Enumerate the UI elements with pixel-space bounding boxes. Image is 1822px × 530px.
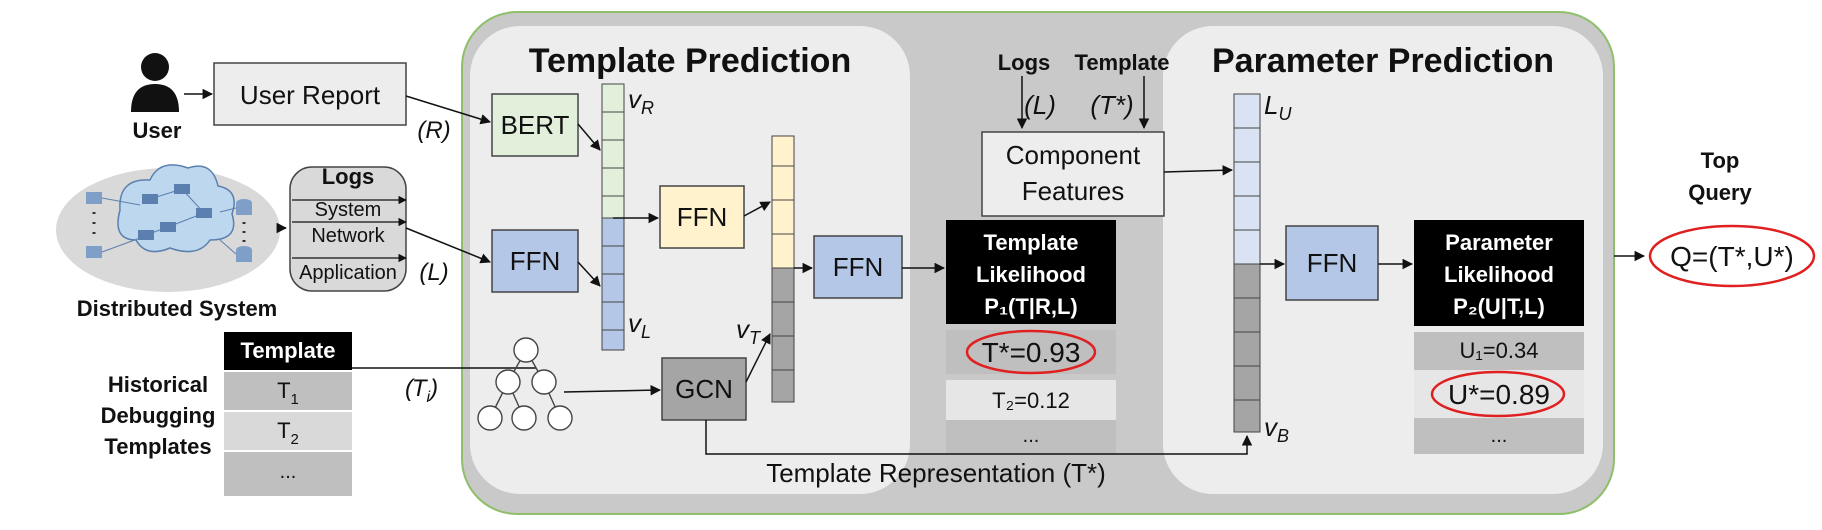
- top-query-value: Q=(T*,U*): [1670, 241, 1794, 272]
- template-table-row: [224, 412, 352, 450]
- template-table-header: [224, 332, 352, 370]
- ti-open-paren: (: [405, 375, 416, 402]
- parameter-likelihood-header: [1414, 220, 1584, 326]
- ffn-parameter-label: FFN: [1307, 248, 1358, 278]
- parameter-likelihood-title-2: Likelihood: [1444, 262, 1554, 287]
- ffn-concat-label: FFN: [677, 202, 728, 232]
- vl-label: vL: [628, 308, 651, 342]
- parameter-likelihood-top: U*=0.89: [1448, 379, 1550, 410]
- template-prediction-panel: [470, 26, 910, 494]
- vr-label: vR: [628, 84, 654, 118]
- vector-vl: [601, 217, 625, 351]
- template-likelihood-row: [946, 380, 1116, 420]
- template-table-row-1-label: T1: [277, 378, 299, 408]
- feature-template-label: Template: [1075, 50, 1170, 75]
- log-item-application: Application: [299, 262, 397, 284]
- vector-vr: [601, 83, 625, 219]
- component-features-label-1: Component: [1006, 140, 1141, 170]
- bert-box: [491, 93, 579, 157]
- template-highlight-ellipse: [965, 329, 1097, 375]
- vb-label: vB: [1264, 412, 1289, 446]
- template-table-header-label: Template: [241, 338, 336, 363]
- features-to-lu-arrow: [1163, 165, 1234, 176]
- vector-vt: [771, 135, 795, 269]
- bert-to-vr-arrow: [577, 123, 601, 151]
- template-likelihood-second: T₂=0.12: [992, 388, 1070, 413]
- distributed-system-label: Distributed System: [77, 296, 278, 321]
- template-table-row: [224, 372, 352, 410]
- vt-label: vT: [736, 314, 762, 348]
- r-symbol: (R): [417, 117, 450, 144]
- tree-to-gcn-arrow: [563, 384, 662, 396]
- logs-to-ffn-arrow: [405, 227, 491, 264]
- l-symbol: (L): [419, 259, 448, 286]
- ffn-logs-box: [491, 229, 579, 293]
- top-query-label-2: Query: [1688, 180, 1752, 205]
- vector-vb: [1233, 263, 1261, 433]
- ti-symbol: Ti): [412, 375, 438, 406]
- ffn-to-vl-arrow: [577, 261, 601, 287]
- ffn-parameter-box: [1285, 225, 1379, 301]
- parameter-likelihood-first: U₁=0.34: [1460, 338, 1539, 363]
- log-item-network: Network: [311, 225, 385, 247]
- component-features-label-2: Features: [1022, 176, 1125, 206]
- user-label: User: [133, 118, 182, 143]
- gcn-box: [661, 357, 747, 421]
- historical-label-1: Historical: [108, 372, 208, 397]
- user-icon: [131, 53, 179, 112]
- gcn-to-vt-arrow: [745, 333, 771, 383]
- parameter-likelihood-formula: P₂(U|T,L): [1453, 294, 1545, 319]
- template-representation-label: Template Representation (T*): [766, 458, 1106, 488]
- template-likelihood-title-1: Template: [984, 230, 1079, 255]
- ffn-concat-box: [659, 185, 745, 249]
- template-representation-path: [705, 420, 1253, 455]
- ffn-template-label: FFN: [833, 252, 884, 282]
- template-likelihood-row: [946, 330, 1116, 374]
- feature-logs-label: Logs: [998, 50, 1051, 75]
- feature-t-symbol: (T*): [1090, 90, 1133, 120]
- report-to-bert-arrow: [405, 95, 492, 125]
- template-likelihood-row: [946, 420, 1116, 454]
- top-query-label-1: Top: [1701, 148, 1740, 173]
- parameter-likelihood-row: [1414, 370, 1584, 418]
- vector-lu: [1233, 93, 1261, 265]
- lu-label: LU: [1264, 90, 1292, 124]
- template-likelihood-header: [946, 220, 1116, 324]
- log-item-system: System: [315, 199, 382, 221]
- logs-box: [289, 166, 407, 292]
- template-table-row-2-label: T2: [277, 418, 299, 448]
- parameter-likelihood-title-1: Parameter: [1445, 230, 1553, 255]
- template-likelihood-top: T*=0.93: [982, 337, 1081, 368]
- parameter-prediction-title: Parameter Prediction: [1212, 42, 1554, 80]
- ffn-concat-to-vt-arrow: [743, 201, 771, 217]
- gcn-label: GCN: [675, 374, 733, 404]
- user-report-label: User Report: [240, 80, 381, 110]
- component-features-box: [981, 131, 1165, 217]
- template-table-row-3-label: ...: [280, 461, 297, 483]
- logs-title: Logs: [322, 164, 375, 189]
- parameter-likelihood-row: [1414, 332, 1584, 370]
- template-likelihood-title-2: Likelihood: [976, 262, 1086, 287]
- template-likelihood-ellipsis: ...: [1023, 425, 1040, 447]
- ffn-template-box: [813, 235, 903, 299]
- query-highlight-ellipse: [1648, 224, 1816, 288]
- distributed-system-icon: [56, 164, 280, 292]
- parameter-likelihood-ellipsis: ...: [1491, 425, 1508, 447]
- feature-l-symbol: (L): [1024, 90, 1056, 120]
- vector-vt-graph: [771, 267, 795, 403]
- template-table-row: [224, 452, 352, 496]
- parameter-highlight-ellipse: [1430, 370, 1566, 418]
- parameter-likelihood-row: [1414, 418, 1584, 454]
- template-likelihood-formula: P₁(T|R,L): [984, 294, 1077, 319]
- historical-label-2: Debugging: [101, 403, 216, 428]
- user-report-box: [213, 62, 407, 126]
- historical-label-3: Templates: [104, 434, 211, 459]
- template-prediction-title: Template Prediction: [529, 42, 851, 80]
- bert-label: BERT: [501, 110, 570, 140]
- tree-graph-icon: [477, 337, 573, 431]
- ffn-logs-label: FFN: [510, 246, 561, 276]
